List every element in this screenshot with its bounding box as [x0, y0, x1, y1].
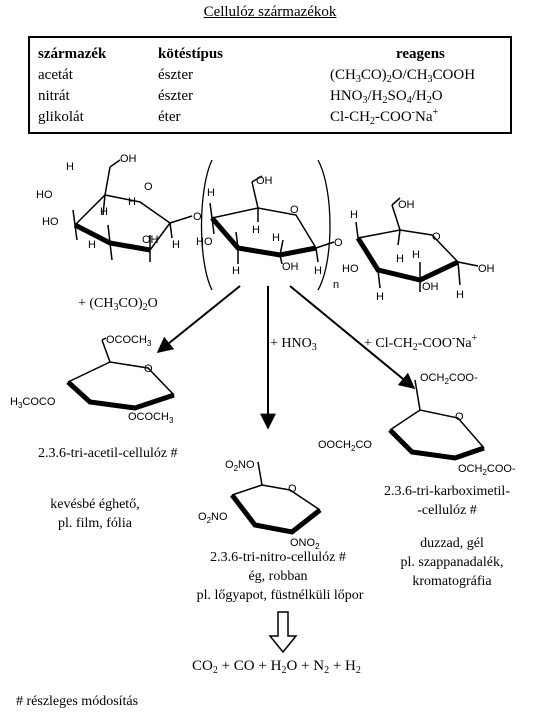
- trinitro-ring: [230, 461, 322, 535]
- footnote: # részleges módosítás: [16, 694, 139, 709]
- nitration-reagent-label: + HNO3: [270, 336, 317, 353]
- table-header: származék kötéstípus reagens: [30, 44, 510, 64]
- header-bond-type: kötéstípus: [158, 46, 224, 62]
- trinitro-note-line1: ég, robban: [248, 569, 308, 584]
- h-label: H: [272, 232, 280, 244]
- carboxymethylation-arrow: [289, 285, 416, 390]
- derivative-cell: glikolát: [38, 109, 84, 125]
- table-row: glikolát éter Cl-CH2-COO-Na+: [30, 107, 510, 127]
- tricarboxymethyl-labels: O OCH2COO- OOCH2CO OCH2COO-: [318, 372, 516, 477]
- reagent-cell: (CH3CO)2O/CH3COOH: [330, 67, 476, 85]
- oh-label: OH: [120, 153, 137, 165]
- ring-oxygen-label: O: [455, 411, 464, 423]
- h-label: H: [350, 209, 358, 221]
- ho-label: HO: [36, 189, 53, 201]
- h-label: H: [207, 187, 215, 199]
- repeat-n-label: n: [333, 279, 339, 291]
- tricarboxymethyl-name-line2: -cellulóz #: [417, 503, 477, 518]
- och2coo-label: OCH2COO-: [420, 372, 478, 386]
- triacetyl-cellulose-name: 2.3.6-tri-acetil-cellulóz #: [38, 446, 178, 461]
- h-label: H: [128, 196, 136, 208]
- ococh3-label: OCOCH3: [106, 334, 152, 348]
- glucose-unit-repeat: [200, 159, 335, 291]
- och2coo-label: OCH2COO-: [458, 463, 516, 477]
- ooch2co-label: OOCH2CO: [318, 439, 372, 453]
- h-label: H: [412, 249, 420, 261]
- glycosidic-oxygen-label: O: [334, 237, 343, 249]
- h3coco-label: H3COCO: [10, 396, 56, 410]
- trinitro-cellulose-name: 2.3.6-tri-nitro-cellulóz #: [210, 550, 346, 565]
- glycosidic-oxygen-label: O: [193, 211, 202, 223]
- oh-label: OH: [256, 175, 273, 187]
- bond-cell: éter: [158, 109, 181, 125]
- tricarboxymethyl-note-line1: duzzad, gél: [420, 536, 484, 551]
- glucose-unit-left: [72, 159, 193, 262]
- glucose-unit-left-labels: OH H H HO HO O H OH H H O: [36, 153, 202, 251]
- tricarboxymethyl-ring: [388, 379, 485, 461]
- acetylation-reagent-label: + (CH3CO)2O: [78, 296, 158, 313]
- h-label: H: [88, 239, 96, 251]
- ho-label: HO: [42, 216, 59, 228]
- tricarboxymethyl-note-line2: pl. szappanadalék,: [400, 555, 504, 570]
- ho-label: HO: [196, 236, 213, 248]
- ring-oxygen-label: O: [144, 181, 153, 193]
- glucose-unit-right: [355, 197, 479, 292]
- reagent-cell: HNO3/H2SO4/H2O: [330, 88, 443, 106]
- oh-label: OH: [422, 281, 439, 293]
- triacetyl-ring: [66, 337, 175, 411]
- header-derivative: származék: [38, 46, 107, 62]
- h-label: H: [314, 265, 322, 277]
- ring-oxygen-label: O: [432, 231, 441, 243]
- ring-oxygen-label: O: [144, 363, 153, 375]
- h-label: H: [100, 206, 108, 218]
- h-label: H: [172, 239, 180, 251]
- reagent-cell: Cl-CH2-COO-Na+: [330, 107, 439, 127]
- derivative-cell: acetát: [38, 67, 73, 83]
- glucose-unit-repeat-labels: OH H H O HO H OH H H n O: [196, 175, 343, 291]
- ring-oxygen-label: O: [290, 204, 299, 216]
- table-row: acetát észter (CH3CO)2O/CH3COOH: [30, 65, 510, 85]
- header-reagent: reagens: [396, 46, 445, 62]
- tricarboxymethyl-name-line1: 2.3.6-tri-karboximetil-: [384, 484, 510, 499]
- oh-label: OH: [398, 199, 415, 211]
- oh-label: OH: [142, 234, 159, 246]
- acetylation-arrow: [156, 285, 241, 354]
- derivative-cell: nitrát: [38, 88, 70, 104]
- h-label: H: [252, 224, 260, 236]
- h-label: H: [66, 161, 74, 173]
- h-label: H: [456, 289, 464, 301]
- table-row: nitrát észter HNO3/H2SO4/H2O: [30, 86, 510, 106]
- h-label: H: [376, 291, 384, 303]
- ococh3-label: OCOCH3: [128, 411, 174, 425]
- o2no-label: O2NO: [198, 511, 228, 525]
- bond-cell: észter: [158, 88, 193, 104]
- ono2-label: ONO2: [290, 537, 320, 551]
- reagent-table: származék kötéstípus reagens acetát észt…: [28, 36, 512, 134]
- combustion-products: CO2 + CO + H2O + N2 + H2: [192, 658, 361, 676]
- h-label: H: [396, 253, 404, 265]
- ho-label: HO: [342, 263, 359, 275]
- page-title: Cellulóz származékok: [203, 4, 337, 20]
- carboxymethylation-reagent-label: + Cl-CH2-COO-Na+: [364, 333, 478, 353]
- bond-cell: észter: [158, 67, 193, 83]
- oh-label: OH: [478, 263, 495, 275]
- glucose-unit-right-labels: OH H H O HO H OH H OH H: [342, 199, 495, 303]
- trinitro-labels: O O2NO O2NO ONO2: [198, 459, 320, 551]
- triacetyl-note-line1: kevésbé éghető,: [50, 497, 140, 512]
- triacetyl-note-line2: pl. film, fólia: [58, 516, 132, 531]
- h-label: H: [232, 265, 240, 277]
- oh-label: OH: [282, 261, 299, 273]
- triacetyl-labels: O OCOCH3 H3COCO OCOCH3: [10, 334, 174, 425]
- trinitro-note-line2: pl. lőgyapot, füstnélküli lőpor: [196, 588, 364, 603]
- ring-oxygen-label: O: [288, 483, 297, 495]
- tricarboxymethyl-note-line3: kromatográfia: [412, 574, 492, 589]
- hollow-down-arrow: [268, 611, 298, 654]
- o2no-label: O2NO: [225, 459, 255, 473]
